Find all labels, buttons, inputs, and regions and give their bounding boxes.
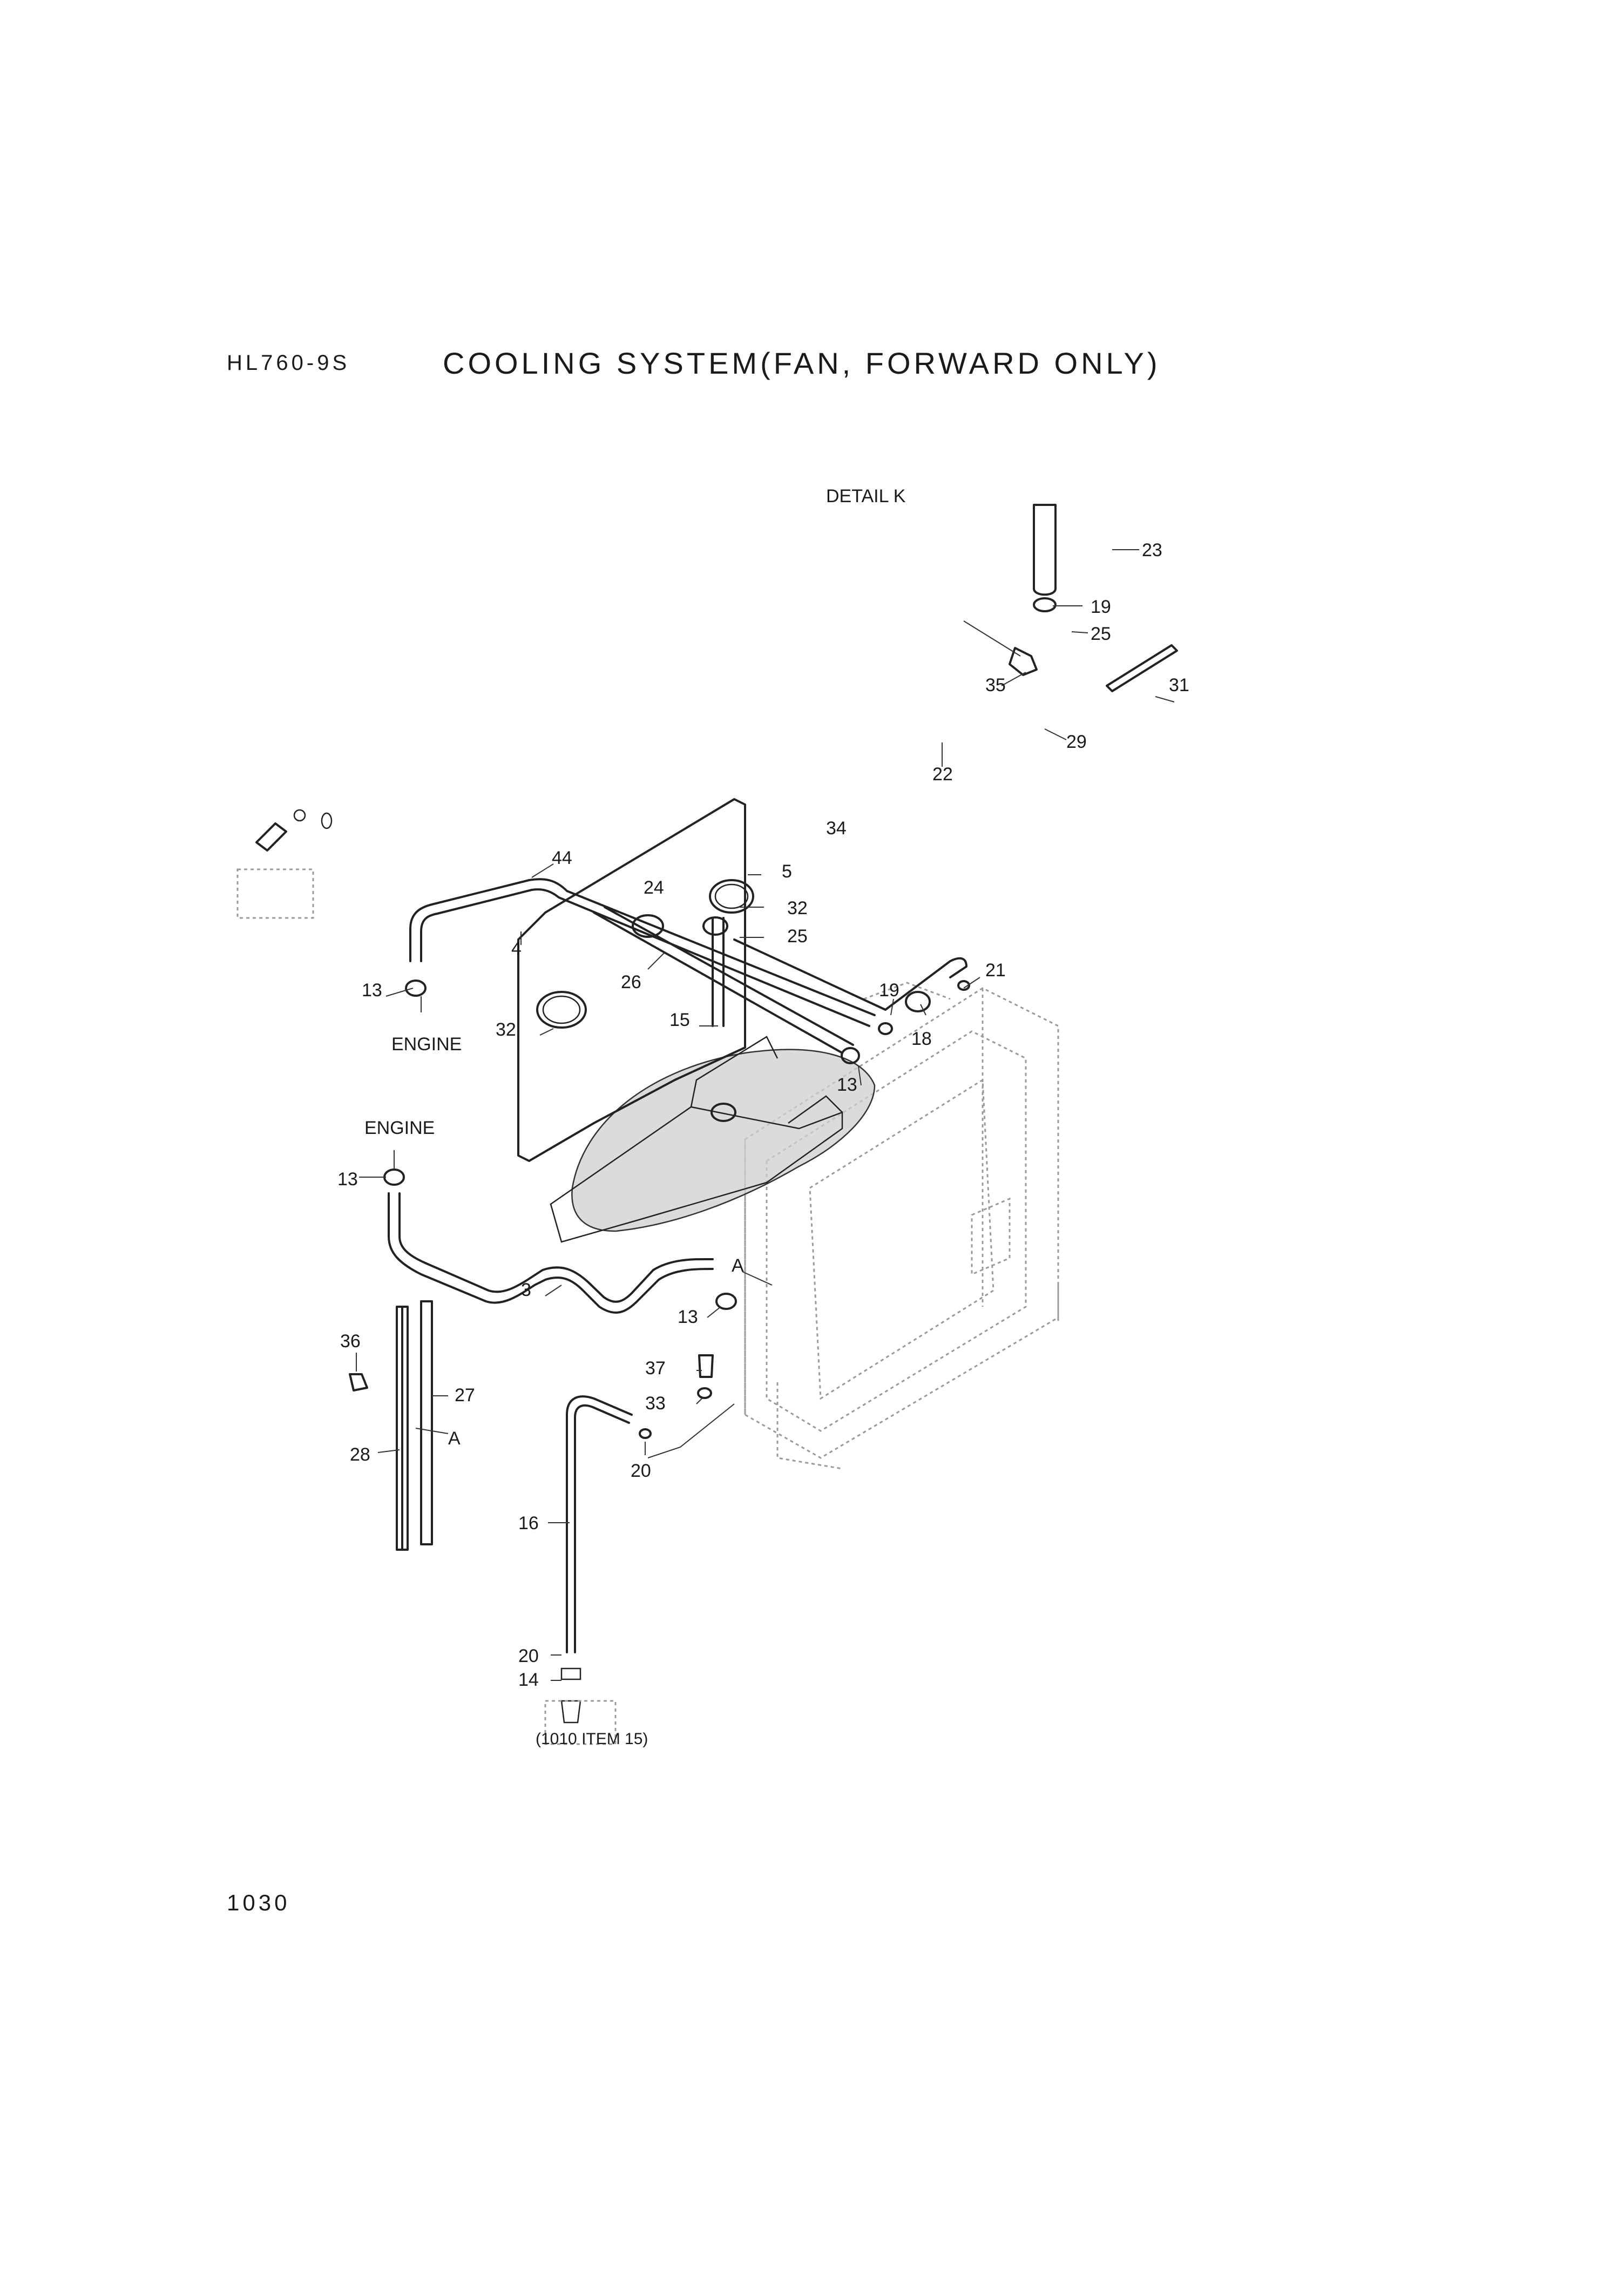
callout-25: 25 — [1091, 624, 1111, 644]
callout-37: 37 — [645, 1358, 666, 1379]
callout-28: 28 — [350, 1444, 370, 1465]
callout-18: 18 — [911, 1029, 932, 1049]
coolant-hose-3 — [388, 1192, 714, 1314]
panel-plate — [517, 798, 746, 1162]
view-a-marker-upper: A — [732, 1255, 744, 1276]
engine-fitting — [236, 809, 333, 919]
callout-13-pipe: 13 — [837, 1075, 857, 1095]
callout-33: 33 — [645, 1393, 666, 1414]
model-code: HL760-9S — [227, 351, 350, 375]
callout-13-engine-left: 13 — [337, 1169, 358, 1190]
view-a-marker-lower: A — [448, 1428, 461, 1449]
callout-32-lower: 32 — [496, 1019, 516, 1040]
callout-14: 14 — [518, 1670, 539, 1690]
callout-20-upper: 20 — [631, 1461, 651, 1481]
radiator-frame-outline — [744, 982, 1059, 1470]
callout-13-hose: 13 — [678, 1307, 698, 1327]
callout-21: 21 — [985, 960, 1006, 981]
callout-3: 3 — [521, 1280, 531, 1300]
callout-19-lower: 19 — [879, 980, 899, 1001]
detail-k-parts — [1009, 504, 1178, 692]
callout-26: 26 — [621, 972, 641, 992]
hose-clamp-large — [536, 879, 754, 1029]
callout-24: 24 — [644, 877, 664, 898]
coolant-pipe-upper — [409, 878, 967, 1054]
callout-35: 35 — [985, 675, 1006, 695]
callout-22: 22 — [932, 764, 953, 785]
callout-25-lower: 25 — [787, 926, 808, 947]
leader-lines — [356, 549, 1175, 1681]
page-number: 1030 — [227, 1890, 290, 1915]
callout-44: 44 — [552, 848, 572, 868]
callout-19: 19 — [1091, 597, 1111, 617]
drain-hose-16 — [544, 1395, 633, 1745]
fan-shroud — [550, 1036, 876, 1243]
callout-16: 16 — [518, 1513, 539, 1534]
callout-13-engine-top: 13 — [362, 980, 382, 1001]
callout-20-lower: 20 — [518, 1646, 539, 1666]
engine-label-top: ENGINE — [391, 1034, 462, 1055]
callout-31: 31 — [1169, 675, 1189, 695]
reference-note: (1010 ITEM 15) — [536, 1730, 648, 1748]
detail-k-label: DETAIL K — [826, 486, 906, 506]
callout-32-upper: 32 — [787, 898, 808, 918]
page-title: COOLING SYSTEM(FAN, FORWARD ONLY) — [443, 346, 1161, 380]
callout-5: 5 — [782, 861, 792, 882]
callout-23: 23 — [1142, 540, 1162, 560]
callout-34: 34 — [826, 818, 847, 839]
callout-27: 27 — [455, 1385, 475, 1406]
callout-29: 29 — [1066, 732, 1087, 752]
bracket-strips — [396, 1300, 433, 1551]
callout-15: 15 — [669, 1010, 690, 1030]
callout-4: 4 — [511, 938, 522, 959]
callout-36: 36 — [340, 1331, 361, 1352]
engine-label-left: ENGINE — [364, 1118, 435, 1138]
